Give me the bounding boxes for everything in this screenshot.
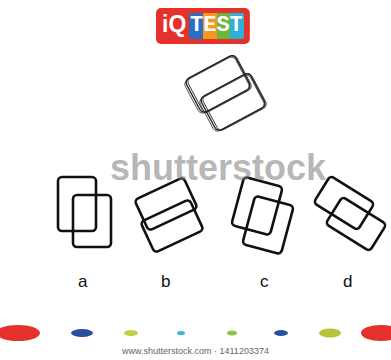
logo-ground: [156, 8, 250, 44]
option-label: d: [343, 273, 352, 290]
option-label: a: [78, 273, 87, 290]
option-figure: [231, 177, 294, 255]
option-figure: [58, 177, 111, 247]
logo-text: TEST: [189, 13, 244, 39]
decor-dots: [0, 325, 391, 341]
logo-text: iQ: [162, 13, 186, 36]
option-label: b: [161, 273, 170, 290]
question-figure: [183, 54, 268, 134]
watermark: shutterstock: [110, 150, 326, 186]
option-figure: [134, 177, 203, 253]
option-label: c: [260, 273, 269, 290]
option-figure: [313, 176, 386, 252]
footer-text: www.shutterstock.com · 1411203374: [122, 347, 269, 356]
